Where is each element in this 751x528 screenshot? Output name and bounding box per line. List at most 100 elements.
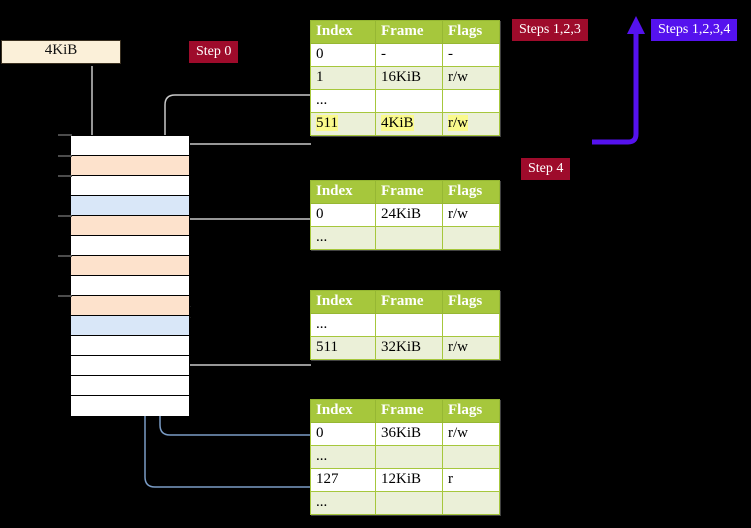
memory-frame-row [71, 296, 189, 316]
table-cell [375, 491, 443, 515]
table-cell: 24KiB [375, 203, 443, 227]
table-row: ... [310, 445, 500, 469]
badge-steps-1234: Steps 1,2,3,4 [651, 19, 738, 41]
wire-pdpt-to-memory [175, 218, 311, 268]
memory-frame-row [71, 376, 189, 396]
memory-frame-row [71, 156, 189, 176]
table-row: 511 4KiB r/w [310, 112, 500, 136]
table-cell: 127 [310, 468, 376, 492]
size-label-text: 4KiB [44, 42, 78, 58]
memory-frame-row [71, 196, 189, 216]
table-cell: ... [310, 445, 376, 469]
table-cell: ... [310, 491, 376, 515]
memory-frame-row [71, 276, 189, 296]
table-cell: 4KiB [375, 112, 443, 136]
table-header-flags: Flags [442, 399, 500, 423]
badge-steps-123-label: Steps 1,2,3 [519, 22, 581, 37]
table-cell: r/w [442, 66, 500, 90]
table-row: ... [310, 313, 500, 337]
table-cell: 0 [310, 422, 376, 446]
table-header-index: Index [310, 290, 376, 314]
arrow-steps-return [592, 16, 645, 145]
wire-pd-to-memory [179, 306, 311, 366]
table-cell: ... [310, 226, 376, 250]
badge-steps-1234-label: Steps 1,2,3,4 [658, 22, 731, 37]
memory-frame-row [71, 136, 189, 156]
badge-steps-123: Steps 1,2,3 [512, 19, 588, 41]
table-cell: - [442, 43, 500, 67]
memory-tick [58, 295, 72, 297]
table-cell [442, 491, 500, 515]
table-header-flags: Flags [442, 290, 500, 314]
table-cell: ... [310, 89, 376, 113]
table-row: 0-- [310, 43, 500, 67]
table-cell [375, 445, 443, 469]
badge-step-0-label: Step 0 [196, 44, 232, 59]
table-row: ... [310, 89, 500, 113]
table-header-flags: Flags [442, 20, 500, 44]
table-cell: r/w [442, 112, 500, 136]
table-cell: 511 [310, 336, 376, 360]
table-cell [442, 313, 500, 337]
memory-tick [58, 155, 72, 157]
memory-tick [58, 255, 72, 257]
memory-frame-row [71, 216, 189, 236]
memory-frame-row [71, 396, 189, 416]
table-cell: 12KiB [375, 468, 443, 492]
memory-frame-row [71, 356, 189, 376]
table-header-index: Index [310, 399, 376, 423]
memory-frame-row [71, 176, 189, 196]
table-header-index: Index [310, 20, 376, 44]
table-cell: 0 [310, 43, 376, 67]
table-cell: r/w [442, 203, 500, 227]
table-cell: r/w [442, 422, 500, 446]
table-cell [442, 445, 500, 469]
table-header-flags: Flags [442, 180, 500, 204]
highlighted-value: 4KiB [381, 115, 414, 131]
table-cell [375, 226, 443, 250]
table-cell: 1 [310, 66, 376, 90]
memory-tick [58, 175, 72, 177]
badge-step-4: Step 4 [521, 158, 571, 180]
table-cell: r/w [442, 336, 500, 360]
table-cell: - [375, 43, 443, 67]
table-row: ... [310, 491, 500, 515]
physical-memory-column [70, 135, 190, 416]
table-header-frame: Frame [375, 399, 443, 423]
table-cell [375, 89, 443, 113]
table-cell [442, 89, 500, 113]
memory-frame-row [71, 316, 189, 336]
table-cell [375, 313, 443, 337]
table-cell: 36KiB [375, 422, 443, 446]
memory-frame-row [71, 236, 189, 256]
table-cell: ... [310, 313, 376, 337]
memory-tick [58, 134, 72, 136]
table-header-frame: Frame [375, 290, 443, 314]
table-header-frame: Frame [375, 180, 443, 204]
highlighted-value: 511 [316, 115, 338, 131]
memory-tick [58, 215, 72, 217]
memory-frame-row [71, 336, 189, 356]
table-header-frame: Frame [375, 20, 443, 44]
table-cell: r [442, 468, 500, 492]
table-row: ... [310, 226, 500, 250]
table-header-index: Index [310, 180, 376, 204]
table-cell: 511 [310, 112, 376, 136]
table-cell: 32KiB [375, 336, 443, 360]
size-label-4kib: 4KiB [1, 40, 121, 64]
memory-frame-row [71, 256, 189, 276]
highlighted-value: r/w [448, 115, 468, 131]
table-cell: 0 [310, 203, 376, 227]
table-cell [442, 226, 500, 250]
badge-step-4-label: Step 4 [528, 161, 564, 176]
